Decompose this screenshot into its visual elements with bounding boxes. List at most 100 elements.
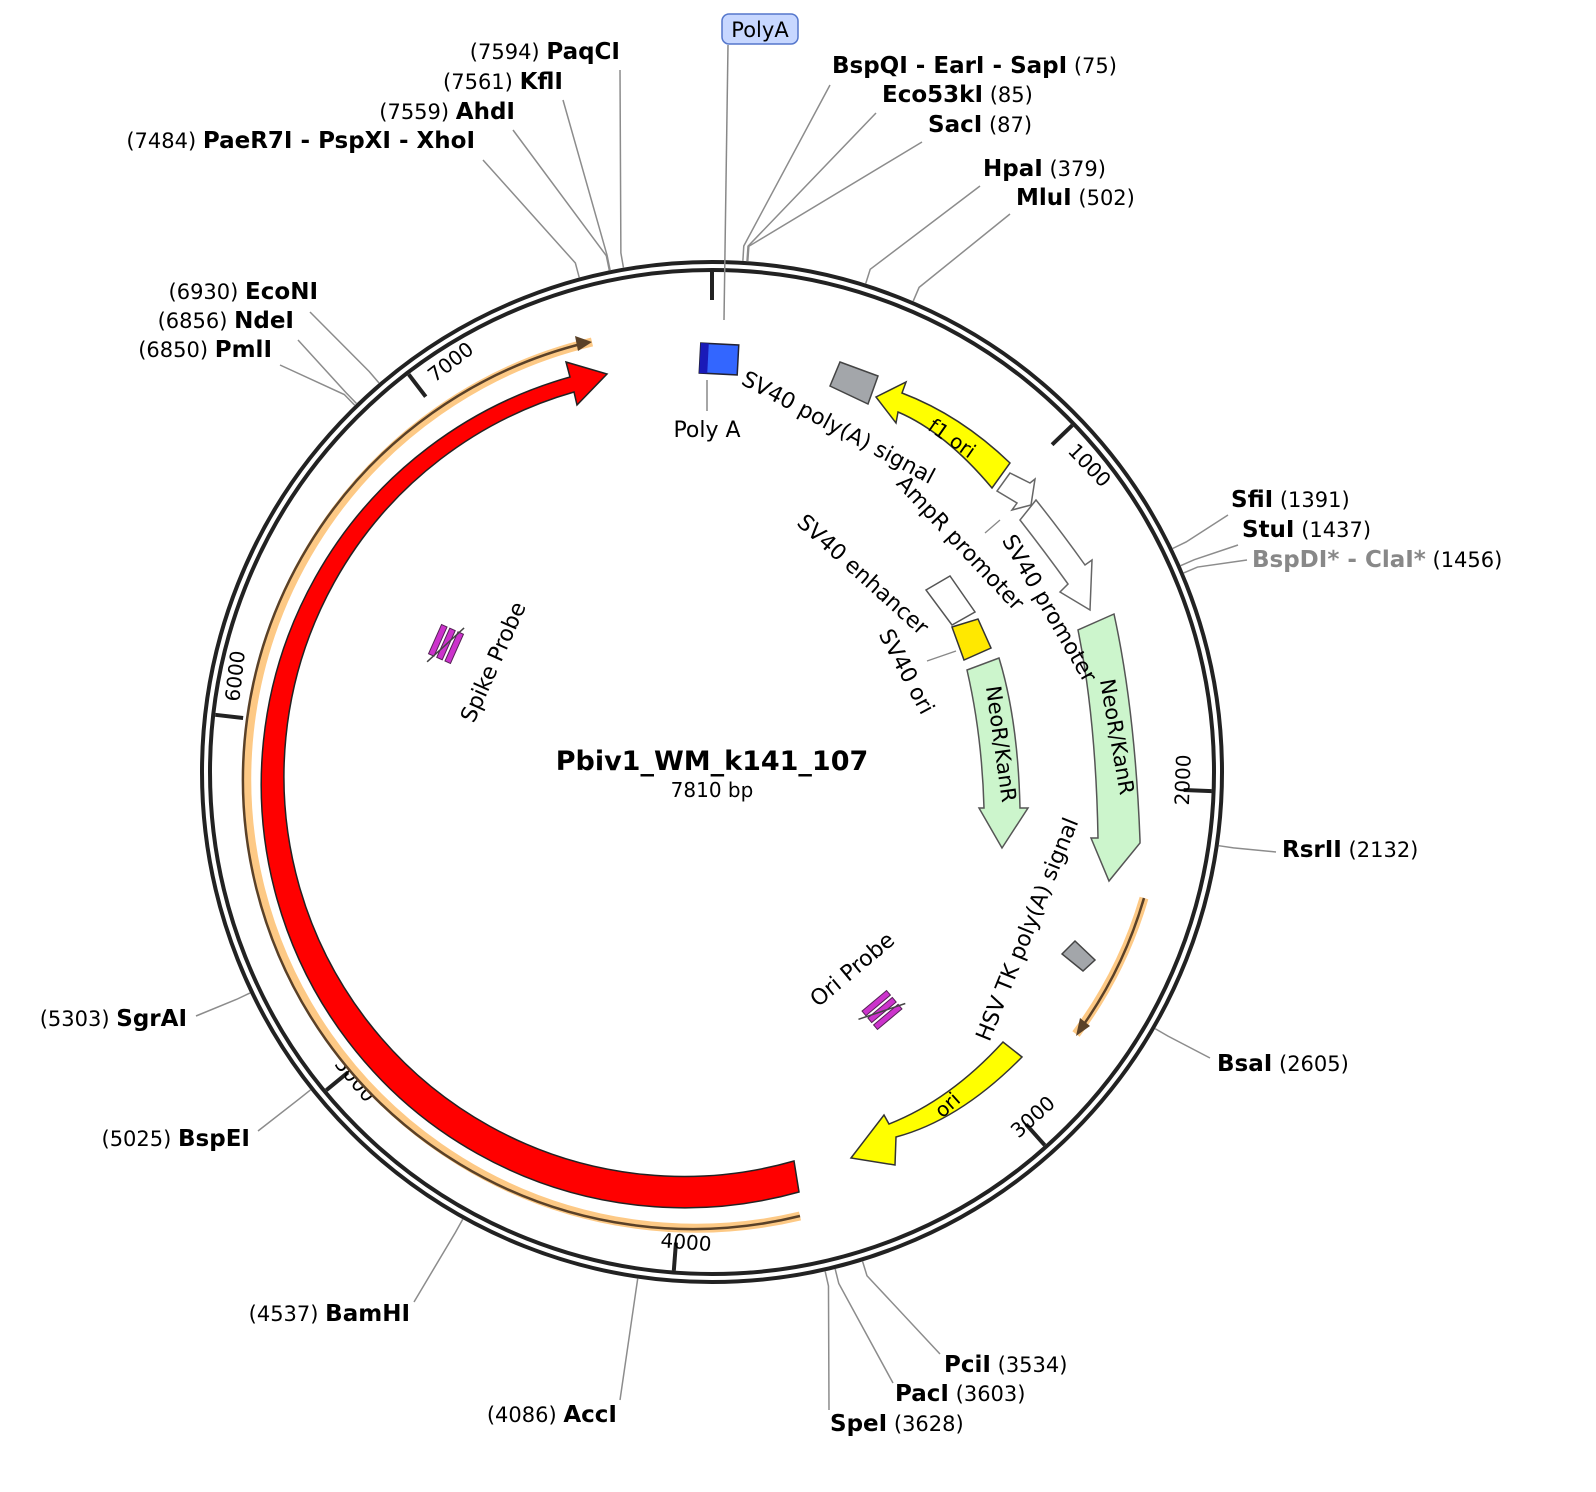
tick-label: 4000 <box>660 1228 713 1256</box>
enzyme-name: PacI <box>895 1381 949 1407</box>
enzyme-label-stui[interactable]: StuI (1437) <box>1242 517 1371 543</box>
enzyme-label-sfii[interactable]: SfiI (1391) <box>1231 487 1350 513</box>
enzyme-position: (5025) <box>102 1127 172 1151</box>
enzyme-leader-pmli <box>279 364 356 406</box>
enzyme-name: HpaI <box>983 156 1043 182</box>
sv40-enhancer-label: SV40 enhancer <box>792 510 934 641</box>
hsv-tk-polya-feature <box>1060 939 1097 972</box>
enzyme-label-saci[interactable]: SacI (87) <box>928 112 1032 138</box>
enzyme-label-paqci[interactable]: (7594) PaqCI <box>470 39 620 65</box>
enzyme-position: (5303) <box>40 1007 110 1031</box>
sv40-polya-feature <box>829 361 879 406</box>
tick-mark <box>407 373 428 398</box>
sv40-enhancer-feature <box>924 575 977 626</box>
ori-feature <box>849 1040 1024 1166</box>
polya-badge[interactable] <box>721 13 799 45</box>
sv40-polya-leader <box>984 519 1001 534</box>
enzyme-label-bspei[interactable]: (5025) BspEI <box>102 1126 251 1152</box>
enzyme-label-bspdi[interactable]: BspDI* - ClaI* (1456) <box>1252 547 1502 573</box>
sv40-ori-label: SV40 ori <box>873 625 939 719</box>
spike-probe-label: Spike Probe <box>456 598 531 726</box>
tick-label: 6000 <box>220 649 250 702</box>
enzyme-leader-bspdi <box>1183 559 1248 574</box>
enzyme-leader-rsrii <box>1218 844 1277 853</box>
enzyme-name: BspEI <box>178 1126 250 1152</box>
enzyme-name: BspDI* <box>1252 547 1339 573</box>
neor-inner-feature <box>966 657 1030 850</box>
enzyme-name: MluI <box>1016 185 1072 211</box>
enzyme-position: (1437) <box>1301 518 1371 542</box>
enzyme-position: (2132) <box>1349 838 1419 862</box>
enzyme-position: (7561) <box>443 70 513 94</box>
tick-label: 2000 <box>1170 754 1196 806</box>
enzyme-position: (379) <box>1049 157 1105 181</box>
enzyme-position: (87) <box>989 113 1032 137</box>
enzyme-label-spei[interactable]: SpeI (3628) <box>830 1411 964 1437</box>
enzyme-leader-hpai <box>864 185 981 284</box>
sv40-enhancer-leader <box>926 650 957 662</box>
enzyme-label-pmli[interactable]: (6850) PmlI <box>138 337 272 363</box>
enzyme-label-econi[interactable]: (6930) EcoNI <box>169 279 318 305</box>
enzyme-position: (7484) <box>126 129 196 153</box>
enzyme-label-bamhi[interactable]: (4537) BamHI <box>249 1301 410 1327</box>
enzyme-leader-bspei <box>257 1089 312 1132</box>
enzyme-position: (6850) <box>138 338 208 362</box>
enzyme-position: (1391) <box>1280 488 1350 512</box>
plasmid-name: Pbiv1_WM_k141_107 <box>556 746 869 777</box>
enzyme-position: (75) <box>1074 54 1117 78</box>
enzyme-label-eco53ki[interactable]: Eco53kI (85) <box>882 82 1033 108</box>
enzyme-label-ahdi[interactable]: (7559) AhdI <box>379 99 515 125</box>
enzyme-position: (4086) <box>487 1403 557 1427</box>
enzyme-name: SacI <box>928 112 982 138</box>
enzyme-name: AhdI <box>456 99 515 125</box>
enzyme-leader-bsai <box>1154 1027 1211 1059</box>
right-outline-line <box>1080 897 1146 1028</box>
enzyme-name: NdeI <box>234 308 294 334</box>
enzyme-leader-ndei <box>297 339 358 405</box>
ori-probe-feature <box>858 989 906 1031</box>
f1-ori-feature <box>874 380 1011 490</box>
enzyme-leader-ahdi <box>512 129 611 271</box>
enzyme-label-acci[interactable]: (4086) AccI <box>487 1402 617 1428</box>
enzyme-position: (7559) <box>379 100 449 124</box>
ampr-promoter-feature <box>995 472 1037 512</box>
spike-feature <box>260 360 800 1209</box>
enzyme-leader-paer7i <box>482 159 580 278</box>
enzyme-label-sgrai[interactable]: (5303) SgrAI <box>40 1006 187 1032</box>
enzyme-position: (6930) <box>169 280 239 304</box>
enzyme-label-rsrii[interactable]: RsrII (2132) <box>1282 837 1418 863</box>
enzyme-position: (3603) <box>956 1382 1026 1406</box>
enzyme-leader-paqci <box>619 69 625 268</box>
enzyme-label-ndei[interactable]: (6856) NdeI <box>158 308 294 334</box>
enzyme-position: (6856) <box>158 309 228 333</box>
enzyme-leader-paci <box>834 1268 894 1384</box>
enzyme-name: EcoNI <box>245 279 318 305</box>
tick-mark <box>325 1070 350 1092</box>
enzyme-name: StuI <box>1242 517 1295 543</box>
enzyme-leader-bspqi <box>742 84 831 261</box>
enzyme-name: ClaI* <box>1365 547 1426 573</box>
enzyme-name: PaeR7I <box>203 128 293 154</box>
spike-outline-arrowhead <box>575 336 592 351</box>
enzyme-position: (7594) <box>470 40 540 64</box>
enzyme-label-mlui[interactable]: MluI (502) <box>1016 185 1135 211</box>
enzyme-label-paer7i[interactable]: (7484) PaeR7I - PspXI - XhoI <box>126 128 475 154</box>
enzyme-label-bsai[interactable]: BsaI (2605) <box>1217 1051 1349 1077</box>
enzyme-label-bspqi[interactable]: BspQI - EarI - SapI (75) <box>832 53 1117 79</box>
enzyme-label-pcii[interactable]: PciI (3534) <box>944 1352 1067 1378</box>
tick-mark <box>1024 1122 1047 1147</box>
plasmid-length: 7810 bp <box>671 778 754 802</box>
right-outline-arrowhead <box>1076 1018 1090 1036</box>
enzyme-leader-eco53ki <box>746 112 877 262</box>
enzyme-name: XhoI <box>417 128 475 154</box>
enzyme-label-paci[interactable]: PacI (3603) <box>895 1381 1025 1407</box>
enzyme-leader-stui <box>1180 544 1239 567</box>
enzyme-name: AccI <box>563 1402 617 1428</box>
enzyme-label-hpai[interactable]: HpaI (379) <box>983 156 1106 182</box>
poly-a-label: Poly A <box>673 418 740 443</box>
enzyme-label-kfli[interactable]: (7561) KflI <box>443 69 563 95</box>
enzyme-name: PmlI <box>215 337 272 363</box>
enzyme-position: (4537) <box>249 1302 319 1326</box>
neor-outer-feature <box>1077 612 1141 883</box>
